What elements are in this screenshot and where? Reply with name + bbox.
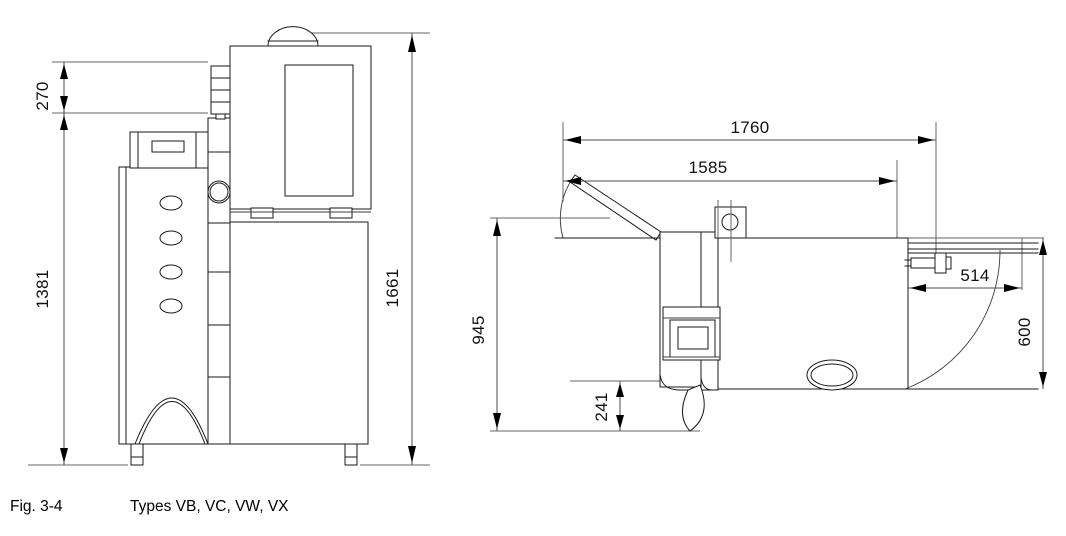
door-handle	[682, 385, 704, 431]
dimension-label-600: 600	[1015, 317, 1034, 346]
main-body	[660, 232, 908, 390]
dimension-241: 241	[592, 381, 624, 431]
dimension-label-1760: 1760	[730, 118, 769, 137]
dimension-1381: 1381	[33, 113, 68, 465]
indicator-light	[160, 231, 182, 245]
indicator-lights	[160, 196, 182, 313]
dimension-label-1381: 1381	[33, 269, 52, 308]
dimension-600: 600	[1015, 238, 1047, 389]
combi-oven	[230, 46, 371, 209]
open-lid	[490, 175, 661, 240]
side-view: 1760 1585 945 241	[469, 118, 1047, 431]
indicator-light	[160, 299, 182, 313]
body-bottom-curve	[660, 375, 718, 390]
display-window	[152, 141, 184, 152]
side-display-window	[678, 327, 708, 349]
arch-detail	[135, 398, 208, 444]
dimension-270: 270	[33, 62, 68, 113]
figure-title: Types VB, VC, VW, VX	[130, 498, 289, 515]
dimension-label-270: 270	[33, 81, 52, 110]
dimension-945: 945	[469, 218, 501, 431]
dimension-label-241: 241	[592, 392, 611, 421]
fitting-hole	[722, 214, 738, 230]
vent-stack	[211, 66, 230, 119]
dimension-label-945: 945	[469, 315, 488, 344]
dimension-label-1661: 1661	[383, 268, 402, 307]
dimension-514: 514	[908, 266, 1022, 292]
connector-fitting	[905, 253, 951, 273]
control-panel	[130, 132, 208, 168]
indicator-light	[160, 265, 182, 279]
figure-number: Fig. 3-4	[10, 498, 63, 515]
dimension-label-514: 514	[960, 266, 989, 285]
front-elevation-view: 270 1381 1661	[28, 27, 430, 465]
oven-support-feet	[230, 208, 371, 218]
side-guide-lines	[718, 200, 731, 262]
door-swing-arc	[905, 250, 1000, 389]
indicator-light	[160, 196, 182, 210]
figure-caption: Fig. 3-4 Types VB, VC, VW, VX	[10, 498, 289, 516]
dimension-1585: 1585	[563, 158, 897, 185]
side-control-panel	[663, 307, 720, 360]
cabinet-legs	[131, 444, 357, 465]
circular-port	[208, 181, 230, 203]
oven-door-window	[285, 65, 353, 196]
dimension-1760: 1760	[563, 118, 936, 144]
dimension-1661: 1661	[383, 33, 416, 465]
dimension-label-1585: 1585	[688, 158, 727, 177]
dome-vent	[268, 27, 318, 46]
center-column	[208, 118, 230, 444]
front-extension-lines	[28, 33, 430, 465]
right-rail	[908, 243, 1038, 389]
body-ellipse-detail	[807, 360, 857, 390]
base-cabinet	[208, 222, 368, 444]
